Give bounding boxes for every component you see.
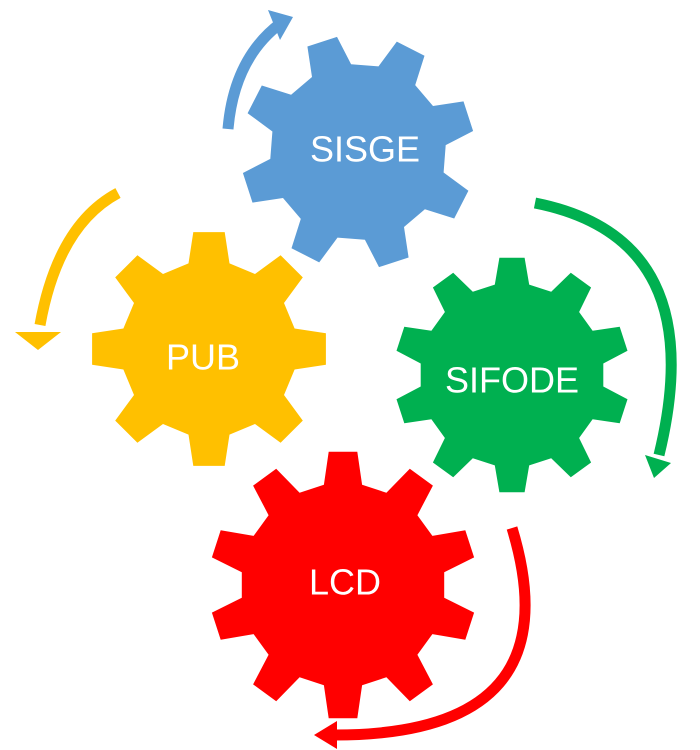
sifode-arrow-head (645, 455, 671, 478)
pub-gear-shape (92, 232, 326, 466)
sisge-gear-shape (242, 36, 474, 268)
lcd-arrow-head (314, 721, 337, 749)
pub-arrow-head (15, 332, 61, 350)
sifode-cycle-arrow (533, 197, 677, 478)
lcd-arrow-shaft (334, 526, 531, 741)
sisge-arrow-shaft (222, 18, 285, 130)
pub-arrow-shaft (34, 188, 121, 326)
pub-cycle-arrow (15, 188, 121, 350)
sifode-arrow-shaft (533, 197, 677, 457)
sifode-gear-shape (396, 257, 628, 493)
pub-gear: PUB (92, 232, 326, 466)
lcd-gear-shape (211, 451, 475, 719)
arrows-layer (15, 10, 677, 749)
pub-gear-label: PUB (166, 337, 240, 378)
sifode-gear: SIFODE (396, 257, 628, 493)
lcd-gear: LCD (211, 451, 475, 719)
sisge-arrow-head (268, 10, 293, 40)
sifode-gear-label: SIFODE (445, 360, 579, 401)
lcd-cycle-arrow (314, 526, 531, 749)
lcd-gear-label: LCD (309, 562, 381, 603)
sisge-gear: SISGE (242, 36, 474, 268)
sisge-cycle-arrow (222, 10, 293, 130)
sisge-gear-label: SISGE (310, 129, 420, 170)
